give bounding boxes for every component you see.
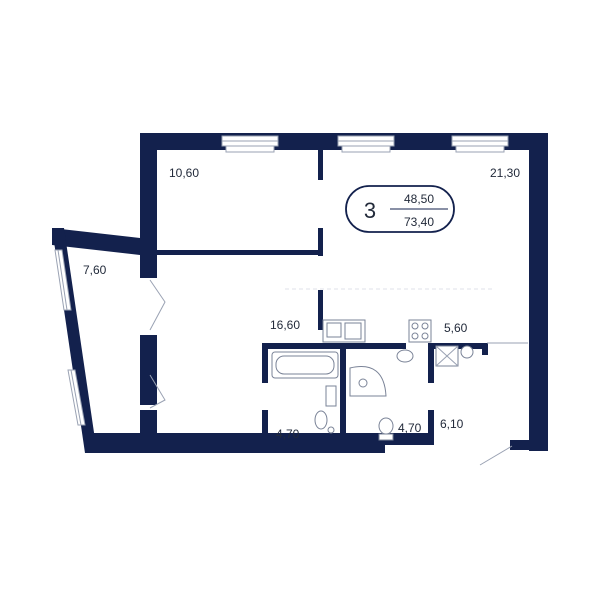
window-balcony-lower — [67, 369, 86, 426]
stove-icon — [408, 319, 432, 343]
shower-icon — [349, 366, 387, 397]
room-label-bedroom-top-left: 10,60 — [169, 166, 199, 180]
window-top-center — [337, 135, 395, 153]
doors — [149, 279, 528, 466]
room-label-bathroom-left: 4,70 — [276, 427, 300, 441]
room-label-balcony: 7,60 — [83, 263, 107, 277]
window-top-left — [221, 135, 279, 153]
window-balcony-upper — [54, 249, 72, 311]
room-label-bathroom-center: 4,70 — [398, 421, 422, 435]
rooms-count: 3 — [364, 198, 376, 223]
outer-walls — [52, 133, 548, 453]
room-label-living-room: 21,30 — [490, 166, 520, 180]
room-label-hallway: 6,10 — [440, 417, 464, 431]
toilet-icon — [325, 385, 337, 407]
window-top-right — [451, 135, 509, 153]
toilet-icon-center — [378, 417, 394, 435]
windows — [54, 135, 509, 426]
interior-walls — [157, 150, 532, 450]
kitchen-fixtures — [285, 288, 495, 343]
bathroom-fixtures — [271, 345, 474, 441]
living-area: 48,50 — [404, 192, 434, 206]
room-label-kitchen: 5,60 — [444, 321, 468, 335]
area-badge: 3 48,50 73,40 — [345, 185, 455, 233]
total-area: 73,40 — [404, 215, 434, 229]
washbasin-icon — [396, 349, 414, 363]
room-label-bedroom-center: 16,60 — [270, 318, 300, 332]
